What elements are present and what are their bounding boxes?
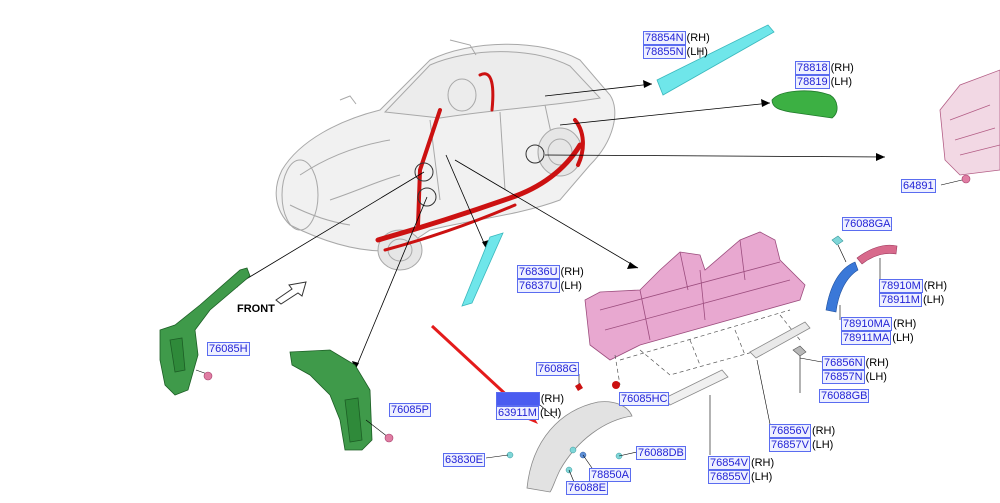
callout-78854N-78855N[interactable]: 78854N(RH) 78855N(LH)	[643, 31, 710, 59]
part-number[interactable]: 63911M	[496, 406, 539, 420]
callout-63910M-63911M[interactable]: 63910M(RH) 63911M(LH)	[496, 392, 564, 420]
plug-76085P	[384, 433, 394, 443]
part-number[interactable]: 78819	[795, 75, 830, 89]
part-number[interactable]: 76088GA	[842, 217, 893, 231]
callout-76856N-76857N[interactable]: 76856N(RH) 76857N(LH)	[822, 356, 889, 384]
part-number[interactable]: 76088DB	[636, 446, 686, 460]
front-arrow	[275, 281, 307, 305]
side-sill-panel	[584, 231, 806, 361]
part-number[interactable]: 78855N	[643, 45, 686, 59]
pillar-molding	[461, 232, 504, 307]
callout-64891[interactable]: 64891	[901, 179, 936, 193]
part-number[interactable]: 78910M	[879, 279, 923, 293]
arch-leader-lines	[485, 374, 638, 483]
part-number[interactable]: 76837U	[517, 279, 560, 293]
front-direction-label: FRONT	[237, 303, 275, 315]
wheel-arch-molding	[526, 401, 633, 493]
part-number[interactable]: 78818	[795, 61, 830, 75]
part-number[interactable]: 63830E	[443, 453, 485, 467]
part-number[interactable]: 76856V	[769, 424, 811, 438]
front-pillar-bracket	[159, 267, 251, 396]
part-number[interactable]: 76856N	[822, 356, 865, 370]
part-number[interactable]: 78911MA	[841, 331, 892, 345]
callout-76856V-76857V[interactable]: 76856V(RH) 76857V(LH)	[769, 424, 836, 452]
part-number[interactable]: 78850A	[589, 468, 631, 482]
clip-76088GA	[831, 235, 844, 246]
fender-molding-blue	[825, 261, 859, 313]
part-number[interactable]: 76857N	[822, 370, 865, 384]
callout-76085HC[interactable]: 76085HC	[619, 392, 670, 406]
part-number[interactable]: 76857V	[769, 438, 811, 452]
callout-78910MA-78911MA[interactable]: 78910MA(RH) 78911MA(LH)	[841, 317, 917, 345]
leader-lines	[227, 83, 886, 371]
part-number[interactable]: 78854N	[643, 31, 686, 45]
callout-76088G[interactable]: 76088G	[536, 362, 580, 376]
part-number[interactable]: 76855V	[708, 470, 750, 484]
callout-78818-78819[interactable]: 78818(RH) 78819(LH)	[795, 61, 854, 89]
part-number[interactable]: 76085H	[207, 342, 250, 356]
part-number[interactable]: 64891	[901, 179, 936, 193]
part-number[interactable]: 78911M	[879, 293, 922, 307]
callout-76088GB[interactable]: 76088GB	[819, 389, 870, 403]
callout-76088GA[interactable]: 76088GA	[842, 217, 893, 231]
callout-76085H[interactable]: 76085H	[207, 342, 250, 356]
part-number[interactable]: 76085P	[389, 403, 431, 417]
callout-78850A[interactable]: 78850A	[589, 468, 631, 482]
center-pillar-bracket	[289, 349, 373, 451]
plug-76085HC	[612, 381, 620, 389]
part-number-highlighted[interactable]: 63910M	[496, 392, 540, 406]
grommet-64891	[961, 174, 971, 184]
clip-76088GB	[792, 345, 807, 393]
part-number[interactable]: 76836U	[517, 265, 560, 279]
car-highlighted-parts	[375, 72, 585, 252]
callout-63830E[interactable]: 63830E	[443, 453, 485, 467]
callout-76854V-76855V[interactable]: 76854V(RH) 76855V(LH)	[708, 456, 775, 484]
sill-molding-76854V	[664, 369, 729, 406]
callout-76088DB[interactable]: 76088DB	[636, 446, 686, 460]
detail-circles	[414, 144, 545, 207]
part-number[interactable]: 76088GB	[819, 389, 870, 403]
quarter-panel-partial	[939, 69, 1000, 176]
door-molding-upper	[656, 24, 775, 96]
sill-dashed-guides	[614, 309, 801, 386]
callout-76085P[interactable]: 76085P	[389, 403, 431, 417]
callout-76836U-76837U[interactable]: 76836U(RH) 76837U(LH)	[517, 265, 584, 293]
part-number[interactable]: 76088G	[536, 362, 580, 376]
part-number[interactable]: 76854V	[708, 456, 750, 470]
callout-76088E[interactable]: 76088E	[566, 481, 608, 495]
plug-76085H	[203, 371, 213, 381]
part-number[interactable]: 78910MA	[841, 317, 893, 331]
rear-garnish	[771, 90, 838, 119]
part-number[interactable]: 76088E	[566, 481, 608, 495]
fender-molding-pink	[856, 244, 898, 265]
car-body-phantom	[275, 39, 616, 271]
callout-78910M-78911M[interactable]: 78910M(RH) 78911M(LH)	[879, 279, 947, 307]
sill-molding-76856N	[749, 321, 811, 359]
part-number[interactable]: 76085HC	[619, 392, 670, 406]
